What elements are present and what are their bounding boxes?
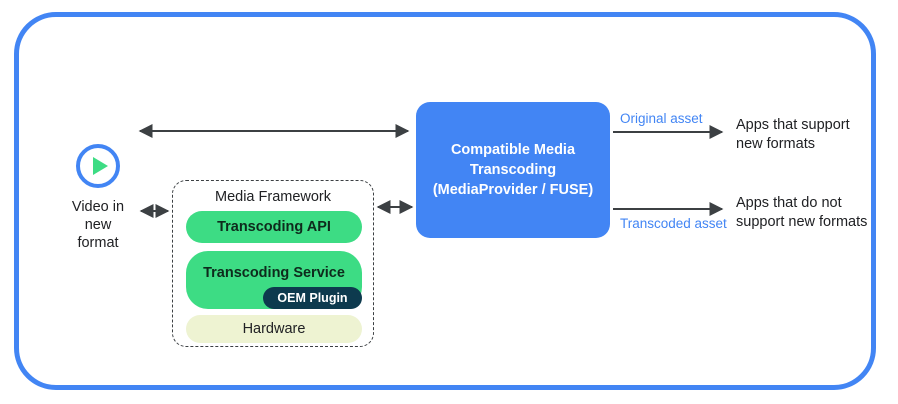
transcoding-api-layer: Transcoding API [186,211,362,243]
media-framework-title: Media Framework [214,189,332,205]
video-source-label: Video in new format [71,199,125,251]
transcoded-asset-label: Transcoded asset [620,216,727,231]
oem-plugin-badge: OEM Plugin [263,287,362,309]
play-circle-icon [76,144,120,188]
apps-support-new-formats-label: Apps that support new formats [736,117,850,152]
compatible-media-transcoding-box: Compatible Media Transcoding (MediaProvi… [416,102,610,238]
hardware-layer: Hardware [186,315,362,343]
media-framework-box: Media Framework Transcoding API Transcod… [172,180,374,347]
original-asset-label: Original asset [620,111,703,126]
apps-no-support-new-formats-label: Apps that do not support new formats [736,195,868,230]
transcoding-service-label: Transcoding Service [203,265,345,281]
video-source-group: Video in new format [48,142,148,252]
